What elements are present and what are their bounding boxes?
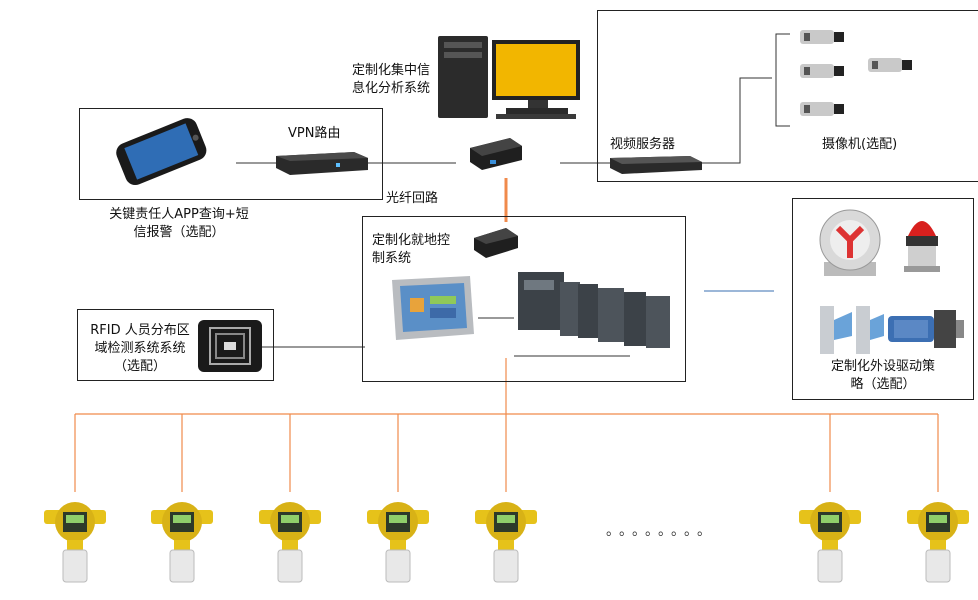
- fiber-loop-label: 光纤回路: [386, 191, 439, 206]
- turnstile-gate-icon: [814, 300, 886, 356]
- warning-light-icon: [900, 206, 944, 280]
- gas-detector-icon: [367, 496, 429, 584]
- video-server-label: 视频服务器: [610, 137, 676, 152]
- media-converter-icon: [466, 134, 526, 174]
- gas-detector-icon: [475, 496, 537, 584]
- gas-detector-icon: [151, 496, 213, 584]
- gas-detector-icon: [799, 496, 861, 584]
- video-system-box: [597, 10, 978, 182]
- vpn-router-label: VPN路由: [288, 126, 341, 141]
- gas-detector-icon: [907, 496, 969, 584]
- central-system-label: 定制化集中信 息化分析系统: [351, 63, 430, 96]
- rfid-tag-icon: [196, 318, 264, 374]
- rfid-box: [77, 309, 274, 381]
- peripheral-drive-label: 定制化外设驱动策 略（选配）: [830, 359, 935, 392]
- cctv-camera-icon: [868, 56, 914, 76]
- hmi-panel-icon: [390, 276, 476, 342]
- cameras-label: 摄像机(选配): [822, 137, 898, 152]
- gas-detector-icon: [259, 496, 321, 584]
- local-control-label: 定制化就地控 制系统: [372, 233, 451, 266]
- gas-detector-icon: [44, 496, 106, 584]
- ellipsis: 。。。。。。。。: [606, 523, 717, 539]
- smartphone-icon: [104, 116, 216, 186]
- peripheral-box: [792, 198, 974, 400]
- plc-module-icon: [514, 266, 674, 350]
- app-alarm-label: 关键责任人APP查询+短 信报警（选配）: [109, 207, 249, 240]
- cctv-camera-icon: [800, 100, 846, 120]
- vpn-router-icon: [276, 148, 368, 176]
- desktop-computer-icon: [436, 34, 584, 120]
- axial-fan-icon: [814, 206, 886, 282]
- cctv-camera-icon: [800, 62, 846, 82]
- rfid-system-label: RFID 人员分布区 域检测系统系统 （选配）: [90, 323, 190, 374]
- media-converter-icon: [472, 226, 520, 260]
- cctv-camera-icon: [800, 28, 846, 48]
- app-vpn-box: [79, 108, 383, 200]
- local-control-box: [362, 216, 686, 382]
- video-server-icon: [610, 154, 702, 176]
- valve-actuator-icon: [884, 304, 966, 354]
